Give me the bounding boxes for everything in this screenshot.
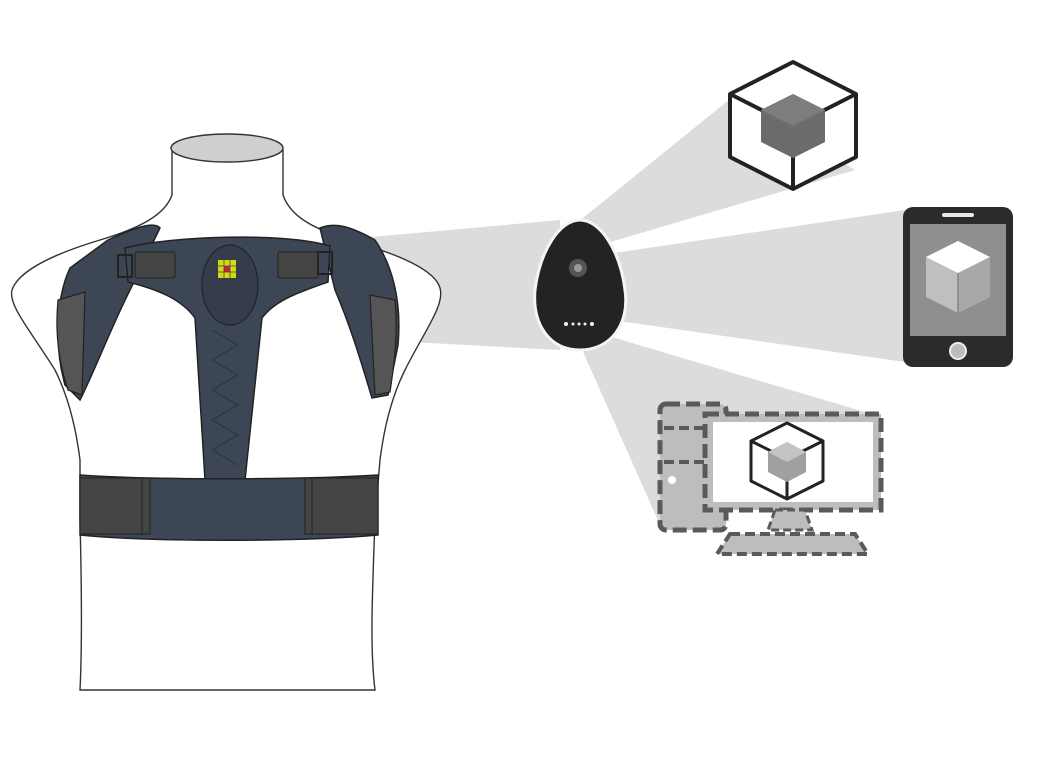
hub-device: [533, 218, 628, 352]
brace-center-panel: [124, 236, 331, 481]
sensor-led-grid: [218, 260, 236, 278]
beam-hub-to-phone: [600, 210, 905, 362]
posture-brace: [56, 224, 400, 541]
waist-belt-right-band: [304, 477, 379, 535]
left-buckle: [117, 254, 133, 278]
cube-icon: [728, 60, 858, 191]
right-side-pad: [369, 294, 397, 396]
phone-cube-icon: [926, 241, 990, 313]
brace-stitching: [210, 329, 240, 466]
left-side-pad: [56, 291, 86, 396]
desktop-monitor-stand: [765, 508, 815, 532]
right-velcro-pad: [277, 251, 319, 279]
desktop-computer-icon: [657, 401, 884, 556]
phone-speaker: [942, 213, 974, 217]
desktop-keyboard: [713, 532, 872, 556]
left-velcro-pad: [134, 251, 176, 279]
monitor-cube-icon: [749, 421, 825, 501]
waist-belt-left-band: [79, 477, 151, 535]
hub-status-leds: [564, 322, 594, 326]
right-buckle: [317, 251, 333, 275]
sensor-pouch: [201, 244, 259, 326]
neck-top: [170, 133, 284, 163]
smartphone-icon: [903, 207, 1013, 367]
waist-belt: [79, 474, 379, 541]
phone-home-button: [949, 342, 967, 360]
hub-body: [533, 218, 628, 352]
